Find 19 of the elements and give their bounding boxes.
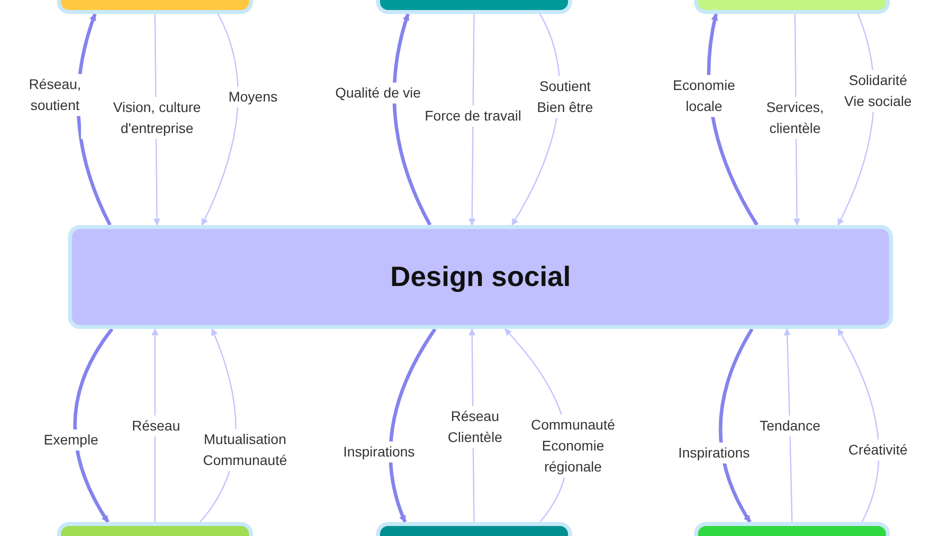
edge-label: Créativité [847,440,909,460]
edge-label: Inspirations [342,442,416,462]
edge-label: Qualité de vie [334,82,422,104]
edge-label: Réseau [130,416,182,436]
arrow [468,14,476,226]
edge-label: Tendance [758,416,822,436]
arrow [837,328,880,522]
node-title: Design social [390,261,571,293]
edge-label: Exemple [42,430,100,450]
process-box [68,225,893,329]
arrow [392,13,432,226]
arrow [201,14,239,226]
edge-label: Inspirations [677,442,751,464]
edge-label: Force de travail [424,106,522,126]
arrow [388,328,436,523]
arrow [718,328,754,523]
arrow [152,328,158,522]
arrow [73,328,114,523]
arrow [784,328,793,522]
